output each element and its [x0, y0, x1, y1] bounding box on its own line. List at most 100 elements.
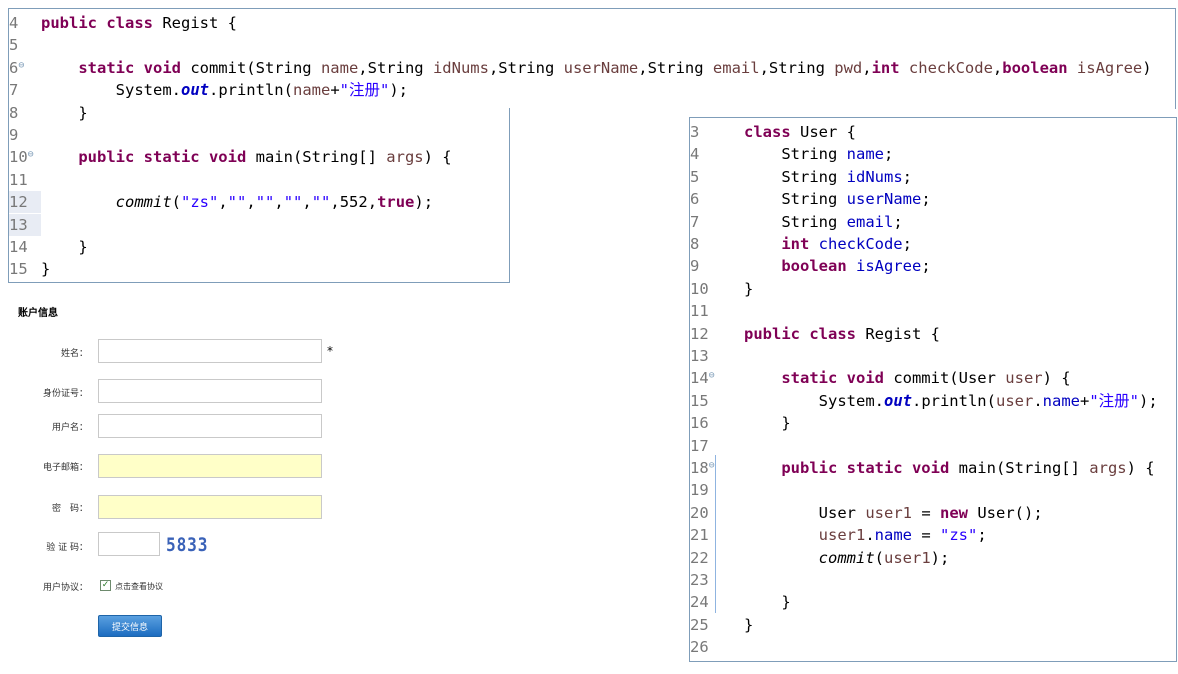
code-token: public static void: [78, 148, 256, 167]
code-token: user1: [884, 548, 931, 567]
line-number: 18⊖: [690, 459, 715, 477]
line-number: 20: [690, 503, 709, 522]
code-token: String: [744, 212, 847, 231]
code-token: );: [389, 81, 408, 100]
code-token: User();: [977, 503, 1043, 522]
line-number: 13: [9, 213, 41, 236]
code-token: isAgree: [1076, 58, 1143, 77]
code-token: args: [1089, 459, 1127, 477]
code-token: user1: [865, 503, 912, 522]
code-token: true: [377, 193, 415, 212]
line-number: 10: [690, 279, 709, 298]
code-line: 5 String idNums;: [690, 166, 912, 188]
code-line: 16 }: [690, 412, 791, 434]
code-token: commit(User: [893, 369, 1006, 388]
fold-icon[interactable]: ⊖: [27, 149, 34, 161]
scope-ruler: [715, 455, 716, 613]
code-editor-panel-original-lower: [8, 108, 510, 283]
line-number: 11: [9, 170, 28, 189]
code-token: ) {: [423, 148, 452, 167]
name-input[interactable]: [98, 339, 322, 363]
code-line: 11: [690, 300, 744, 322]
code-token: String: [744, 190, 847, 209]
code-token: int: [781, 235, 819, 253]
line-number: 19: [690, 481, 709, 500]
line-number: 15: [9, 260, 28, 279]
code-token: [41, 59, 78, 77]
code-line: 23: [690, 569, 744, 591]
code-token: main(String[]: [255, 148, 387, 167]
code-token: ,: [274, 193, 284, 212]
line-number: 17: [690, 436, 709, 455]
code-token: main(String[]: [958, 459, 1090, 477]
code-token: ) {: [1126, 459, 1155, 477]
agreement-checkbox[interactable]: ✓: [100, 580, 111, 591]
code-token: [744, 235, 781, 253]
captcha-input[interactable]: [98, 532, 160, 556]
code-token: [744, 526, 819, 544]
code-token: ;: [921, 257, 931, 276]
code-token: }: [744, 279, 754, 298]
code-line: 6 String userName;: [690, 188, 931, 210]
code-token: ,: [302, 193, 312, 212]
code-line: 12 commit("zs","","","","",552,true);: [9, 191, 434, 214]
code-token: ;: [977, 526, 987, 545]
code-line: 18⊖ public static void main(String[] arg…: [690, 457, 1155, 479]
code-token: out: [883, 391, 912, 410]
code-token: email: [846, 212, 894, 231]
code-token: String: [744, 167, 847, 186]
code-token: Regist {: [865, 324, 940, 343]
code-editor-panel-refactored: [689, 117, 1177, 662]
code-line: 4 String name;: [690, 143, 893, 165]
id-number-input[interactable]: [98, 379, 322, 403]
fold-icon[interactable]: ⊖: [708, 370, 715, 382]
code-token: ;: [893, 212, 903, 231]
code-line: 8 int checkCode;: [690, 233, 912, 255]
line-number: 10⊖: [9, 148, 34, 167]
code-token: commit(String: [190, 58, 321, 77]
captcha-image[interactable]: 5833: [166, 534, 209, 556]
line-number: 14⊖: [690, 369, 715, 388]
code-line: 7 String email;: [690, 211, 903, 233]
line-number: 24: [690, 593, 709, 612]
username-input[interactable]: [98, 414, 322, 438]
email-label: 电子邮箱：: [42, 463, 88, 473]
password-input[interactable]: [98, 495, 322, 519]
code-token: idNums: [432, 58, 489, 77]
code-token: ,: [992, 58, 1003, 77]
code-token: }: [744, 593, 791, 612]
code-token: [41, 148, 78, 166]
agreement-link[interactable]: 点击查看协议: [115, 582, 163, 591]
code-token: idNums: [846, 167, 903, 186]
code-token: );: [414, 193, 434, 212]
code-token: +: [1079, 391, 1090, 410]
code-token: [41, 193, 116, 211]
line-number: 3: [690, 123, 700, 141]
code-token: user1: [818, 526, 866, 545]
submit-button[interactable]: 提交信息: [98, 615, 162, 637]
code-token: out: [180, 81, 209, 100]
code-token: pwd: [834, 58, 863, 77]
code-token: email: [712, 58, 760, 77]
code-token: );: [1139, 391, 1158, 410]
code-token: "": [255, 193, 275, 212]
line-number: 11: [690, 302, 709, 321]
fold-icon[interactable]: ⊖: [708, 460, 715, 471]
email-input[interactable]: [98, 454, 322, 478]
line-number: 8: [690, 235, 700, 253]
fold-icon[interactable]: ⊖: [18, 59, 25, 71]
line-number: 7: [690, 212, 700, 231]
code-token: =: [912, 503, 940, 522]
code-token: new: [940, 503, 978, 522]
code-token: user: [1005, 369, 1043, 388]
code-token: checkCode: [818, 235, 903, 253]
code-token: args: [386, 148, 424, 167]
line-number: 13: [690, 347, 709, 365]
code-token: name: [846, 145, 884, 164]
code-token: =: [912, 526, 940, 545]
line-number: 5: [9, 36, 19, 55]
code-token: (: [874, 548, 884, 567]
